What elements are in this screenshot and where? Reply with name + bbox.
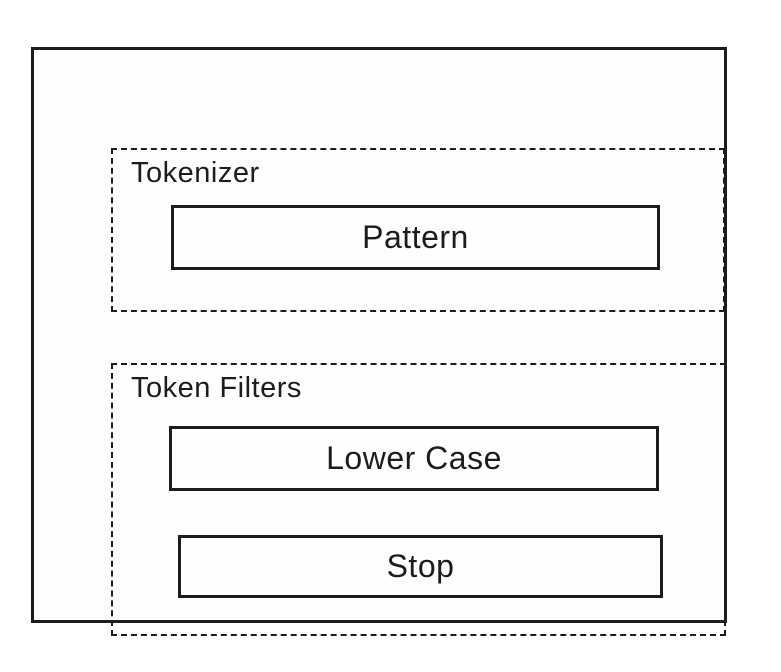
pattern-box: Pattern xyxy=(171,205,660,270)
lower-case-box-label: Lower Case xyxy=(326,440,502,476)
token-filters-group: Token Filters Lower Case Stop xyxy=(111,363,726,636)
pattern-box-label: Pattern xyxy=(362,219,469,255)
analyzer-outer-box: Tokenizer Pattern Token Filters Lower Ca… xyxy=(31,47,727,636)
tokenizer-group-label: Tokenizer xyxy=(131,157,260,189)
lower-case-box: Lower Case xyxy=(169,426,659,491)
stop-box-label: Stop xyxy=(386,548,455,584)
stop-box: Stop xyxy=(178,535,663,598)
token-filters-group-label: Token Filters xyxy=(131,372,302,404)
tokenizer-group: Tokenizer Pattern xyxy=(111,148,725,312)
